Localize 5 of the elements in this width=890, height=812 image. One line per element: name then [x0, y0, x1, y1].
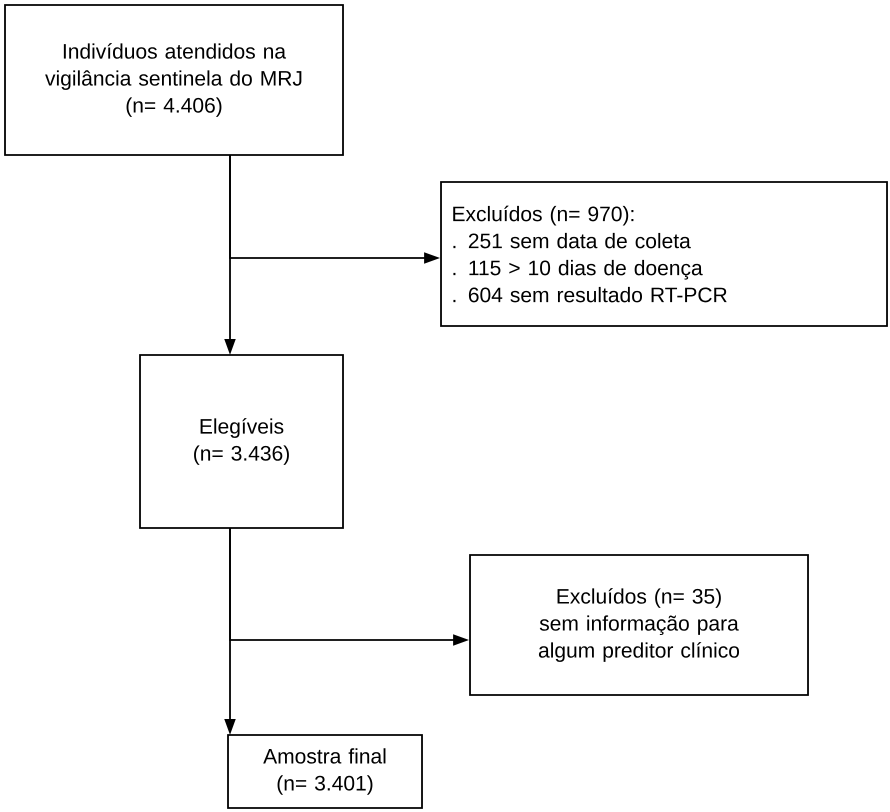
flow-box: Indivíduos atendidos na vigilância sentinela do MRJ (n= 4.406): [4, 4, 344, 156]
flow-box: Amostra final (n= 3.401): [227, 734, 423, 809]
flow-box: Elegíveis (n= 3.436): [139, 354, 344, 529]
flow-box: Excluídos (n= 35) sem informação para algum preditor clínico: [469, 554, 809, 696]
flow-box: Excluídos (n= 970): . 251 sem data de coleta . 115 > 10 dias de doença . 604 sem resultado RT-PCR: [440, 181, 888, 327]
